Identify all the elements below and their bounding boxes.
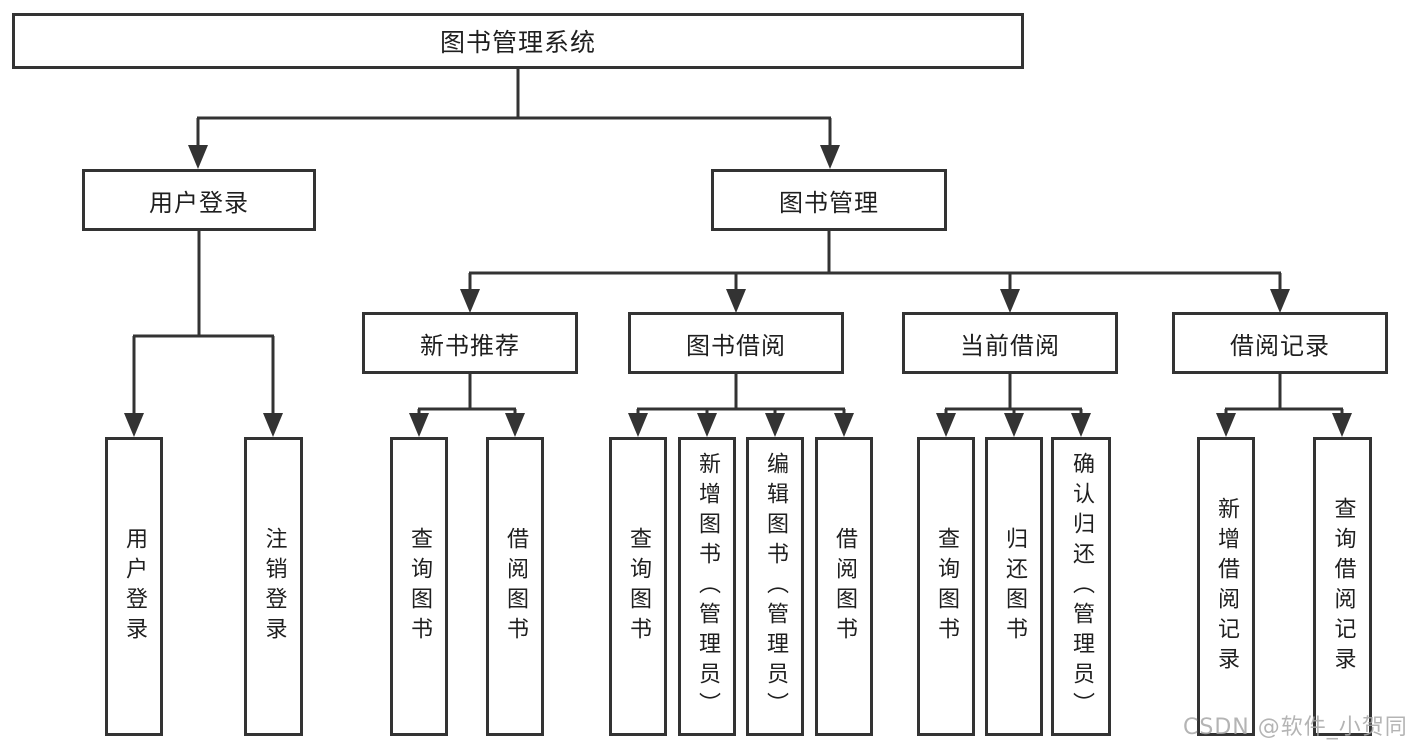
node-current-borrow: 当前借阅 bbox=[902, 312, 1118, 374]
leaf-book-borrow-add: 新增图书（管理员） bbox=[678, 437, 736, 736]
node-current-borrow-label: 当前借阅 bbox=[960, 331, 1060, 360]
leaf-book-borrow-borrow-label: 借阅图书 bbox=[832, 526, 857, 647]
node-new-books: 新书推荐 bbox=[362, 312, 578, 374]
node-root-label: 图书管理系统 bbox=[439, 28, 596, 57]
node-user-login: 用户登录 bbox=[82, 169, 316, 231]
node-book-borrow: 图书借阅 bbox=[628, 312, 844, 374]
leaf-user-login: 用户登录 bbox=[105, 437, 163, 736]
node-new-books-label: 新书推荐 bbox=[420, 331, 520, 360]
node-book-mgmt: 图书管理 bbox=[711, 169, 947, 231]
leaf-current-borrow-query: 查询图书 bbox=[917, 437, 975, 736]
node-book-borrow-label: 图书借阅 bbox=[686, 331, 786, 360]
leaf-new-books-query: 查询图书 bbox=[390, 437, 448, 736]
leaf-new-books-borrow-label: 借阅图书 bbox=[503, 526, 528, 647]
node-root: 图书管理系统 bbox=[12, 13, 1024, 69]
leaf-current-borrow-confirm-label: 确认归还（管理员） bbox=[1069, 451, 1094, 722]
leaf-records-add: 新增借阅记录 bbox=[1197, 437, 1255, 736]
leaf-book-borrow-edit: 编辑图书（管理员） bbox=[746, 437, 804, 736]
leaf-book-borrow-add-label: 新增图书（管理员） bbox=[695, 451, 720, 722]
leaf-book-borrow-query: 查询图书 bbox=[609, 437, 667, 736]
csdn-watermark: CSDN @软件_小贺同学 bbox=[1183, 715, 1405, 740]
leaf-current-borrow-return-label: 归还图书 bbox=[1002, 526, 1027, 647]
leaf-current-borrow-confirm: 确认归还（管理员） bbox=[1051, 437, 1111, 736]
node-borrow-records: 借阅记录 bbox=[1172, 312, 1388, 374]
leaf-logout: 注销登录 bbox=[244, 437, 303, 736]
leaf-current-borrow-return: 归还图书 bbox=[985, 437, 1043, 736]
leaf-new-books-borrow: 借阅图书 bbox=[486, 437, 544, 736]
leaf-user-login-label: 用户登录 bbox=[122, 526, 147, 647]
leaf-records-query-label: 查询借阅记录 bbox=[1330, 496, 1356, 677]
leaf-records-query: 查询借阅记录 bbox=[1313, 437, 1372, 736]
node-user-login-label: 用户登录 bbox=[149, 188, 249, 217]
leaf-logout-label: 注销登录 bbox=[261, 526, 287, 647]
leaf-book-borrow-borrow: 借阅图书 bbox=[815, 437, 873, 736]
leaf-current-borrow-query-label: 查询图书 bbox=[934, 526, 959, 647]
leaf-new-books-query-label: 查询图书 bbox=[407, 526, 432, 647]
leaf-book-borrow-edit-label: 编辑图书（管理员） bbox=[763, 451, 788, 722]
node-book-mgmt-label: 图书管理 bbox=[779, 188, 879, 217]
leaf-book-borrow-query-label: 查询图书 bbox=[626, 526, 651, 647]
node-borrow-records-label: 借阅记录 bbox=[1230, 331, 1330, 360]
leaf-records-add-label: 新增借阅记录 bbox=[1214, 496, 1239, 677]
